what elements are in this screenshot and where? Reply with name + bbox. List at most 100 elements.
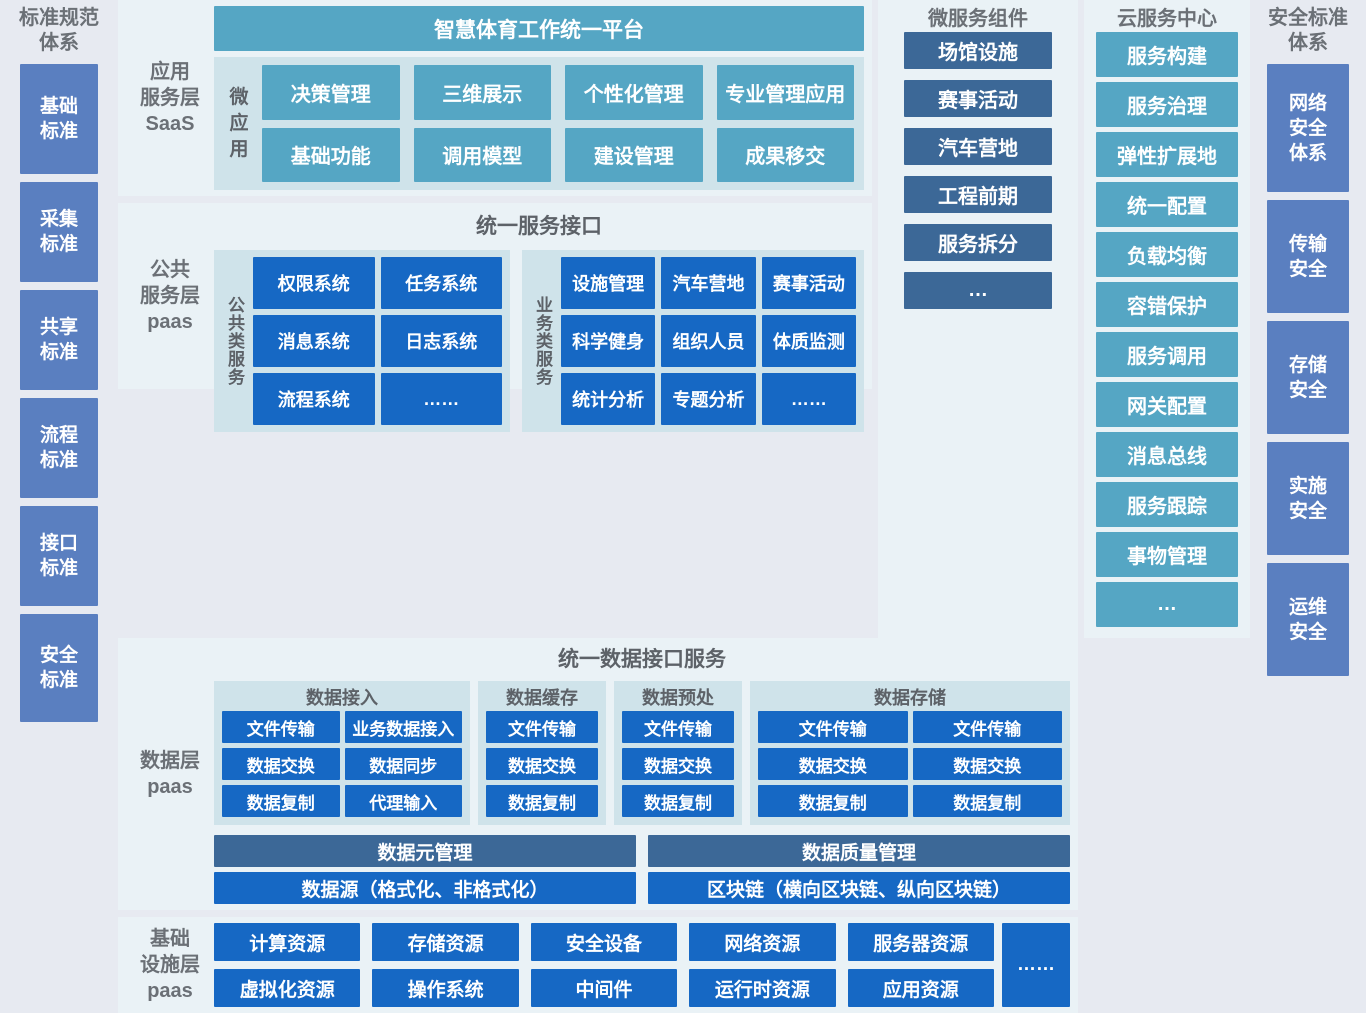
infra-application-resource[interactable]: 应用资源 (847, 969, 994, 1007)
microservice-service-split[interactable]: 服务拆分 (904, 224, 1052, 261)
business-thematic-analysis[interactable]: 专题分析 (661, 373, 756, 425)
security-item-implementation[interactable]: 实施 安全 (1267, 442, 1349, 555)
unified-platform-banner[interactable]: 智慧体育工作统一平台 (214, 6, 864, 51)
saas-body: 智慧体育工作统一平台 微 应 用 决策管理 三维展示 个性化管理 (214, 6, 864, 190)
storage-data-replication-1[interactable]: 数据复制 (758, 785, 908, 817)
storage-data-replication-2[interactable]: 数据复制 (912, 785, 1062, 817)
saas-label-line-2: 服务层 (140, 87, 200, 109)
business-scientific-fitness[interactable]: 科学健身 (561, 315, 656, 367)
data-quality-management-bar[interactable]: 数据质量管理 (648, 835, 1070, 867)
standard-item-process[interactable]: 流程 标准 (20, 398, 98, 498)
business-physique-monitoring[interactable]: 体质监测 (761, 315, 856, 367)
cloud-load-balancing[interactable]: 负载均衡 (1096, 232, 1238, 277)
infra-network-resource[interactable]: 网络资源 (689, 923, 836, 961)
microservice-event-activity[interactable]: 赛事活动 (904, 80, 1052, 117)
data-group-cache-title: 数据缓存 (506, 688, 578, 708)
security-item-network[interactable]: 网络 安全 体系 (1267, 64, 1349, 192)
access-proxy-input[interactable]: 代理输入 (344, 785, 462, 817)
security-network-line-1: 网络 (1288, 92, 1327, 114)
business-statistical-analysis[interactable]: 统计分析 (561, 373, 656, 425)
business-facility-management[interactable]: 设施管理 (561, 257, 656, 309)
access-data-sync[interactable]: 数据同步 (344, 748, 462, 780)
microservice-project-preliminary[interactable]: 工程前期 (904, 176, 1052, 213)
cache-data-replication[interactable]: 数据复制 (486, 785, 598, 817)
service-message[interactable]: 消息系统 (253, 315, 375, 367)
cloud-service-tracing[interactable]: 服务跟踪 (1096, 482, 1238, 527)
app-3d-display[interactable]: 三维展示 (413, 65, 551, 120)
app-professional-management[interactable]: 专业管理应用 (716, 65, 854, 120)
data-source-bar[interactable]: 数据源（格式化、非格式化） (214, 872, 636, 904)
service-permission[interactable]: 权限系统 (253, 257, 375, 309)
infra-server-resource[interactable]: 服务器资源 (847, 923, 994, 961)
cloud-elastic-scaling[interactable]: 弹性扩展地 (1096, 132, 1238, 177)
cache-file-transfer[interactable]: 文件传输 (486, 711, 598, 743)
service-log[interactable]: 日志系统 (380, 315, 502, 367)
service-more[interactable]: …… (380, 373, 502, 425)
infra-virtualization-resource[interactable]: 虚拟化资源 (214, 969, 361, 1007)
app-personalized-management[interactable]: 个性化管理 (565, 65, 703, 120)
cloud-message-bus[interactable]: 消息总线 (1096, 432, 1238, 477)
access-data-exchange[interactable]: 数据交换 (222, 748, 340, 780)
preprocess-data-exchange[interactable]: 数据交换 (622, 748, 734, 780)
cloud-service-governance[interactable]: 服务治理 (1096, 82, 1238, 127)
right-column-title-line-2: 体系 (1288, 32, 1328, 54)
infra-middleware[interactable]: 中间件 (530, 969, 678, 1007)
microservice-venue-facility[interactable]: 场馆设施 (904, 32, 1052, 69)
blockchain-bar[interactable]: 区块链（横向区块链、纵向区块链） (648, 872, 1070, 904)
cloud-service-build[interactable]: 服务构建 (1096, 32, 1238, 77)
access-data-replication[interactable]: 数据复制 (222, 785, 340, 817)
access-business-data-ingest[interactable]: 业务数据接入 (344, 711, 462, 743)
storage-file-transfer-2[interactable]: 文件传输 (912, 711, 1062, 743)
infra-storage-resource[interactable]: 存储资源 (372, 923, 519, 961)
cloud-service-invocation[interactable]: 服务调用 (1096, 332, 1238, 377)
business-organization-personnel[interactable]: 组织人员 (661, 315, 756, 367)
standard-item-sharing[interactable]: 共享 标准 (20, 290, 98, 390)
business-event-activity[interactable]: 赛事活动 (761, 257, 856, 309)
lower-region: 数据层 paas 统一数据接口服务 数据接入 文件传输 业务数据接入 数据交 (118, 638, 1250, 1013)
security-item-operation[interactable]: 运维 安全 (1267, 563, 1349, 676)
storage-file-transfer-1[interactable]: 文件传输 (758, 711, 908, 743)
security-storage-line-1: 存储 (1288, 354, 1327, 376)
cloud-fault-tolerance[interactable]: 容错保护 (1096, 282, 1238, 327)
business-more[interactable]: …… (761, 373, 856, 425)
standard-item-security[interactable]: 安全 标准 (20, 614, 98, 722)
data-bottom-bars: 数据元管理 数据源（格式化、非格式化） 数据质量管理 区块链（横向区块链、纵向区… (214, 835, 1070, 904)
preprocess-data-replication[interactable]: 数据复制 (622, 785, 734, 817)
access-file-transfer[interactable]: 文件传输 (222, 711, 340, 743)
app-decision-management[interactable]: 决策管理 (262, 65, 400, 120)
service-workflow[interactable]: 流程系统 (253, 373, 375, 425)
cloud-more[interactable]: … (1096, 582, 1238, 627)
business-service-group: 业务类服务 设施管理 汽车营地 赛事活动 科学健身 组织人员 体质监测 统计分析 (522, 250, 864, 432)
infra-more[interactable]: …… (1002, 923, 1070, 1007)
standard-item-collection[interactable]: 采集 标准 (20, 182, 98, 282)
security-item-transmission[interactable]: 传输 安全 (1267, 200, 1349, 313)
app-call-model[interactable]: 调用模型 (413, 127, 551, 182)
service-task[interactable]: 任务系统 (380, 257, 502, 309)
business-rv-camp[interactable]: 汽车营地 (661, 257, 756, 309)
cloud-gateway-config[interactable]: 网关配置 (1096, 382, 1238, 427)
infrastructure-grid: 计算资源 存储资源 安全设备 网络资源 服务器资源 虚拟化资源 操作系统 中间件… (214, 923, 994, 1007)
infra-operating-system[interactable]: 操作系统 (372, 969, 519, 1007)
microservice-rv-camp[interactable]: 汽车营地 (904, 128, 1052, 165)
preprocess-file-transfer[interactable]: 文件传输 (622, 711, 734, 743)
cloud-unified-config[interactable]: 统一配置 (1096, 182, 1238, 227)
paas-label-line-3: paas (147, 311, 193, 333)
infra-security-device[interactable]: 安全设备 (530, 923, 678, 961)
application-service-layer: 应用 服务层 SaaS 智慧体育工作统一平台 微 应 用 (118, 0, 872, 196)
standard-item-basic[interactable]: 基础 标准 (20, 64, 98, 174)
storage-data-exchange-1[interactable]: 数据交换 (758, 748, 908, 780)
cloud-transaction-management[interactable]: 事物管理 (1096, 532, 1238, 577)
storage-data-exchange-2[interactable]: 数据交换 (912, 748, 1062, 780)
cache-data-exchange[interactable]: 数据交换 (486, 748, 598, 780)
unified-service-interface-title: 统一服务接口 (476, 215, 602, 238)
app-construction-management[interactable]: 建设管理 (565, 127, 703, 182)
standard-item-interface[interactable]: 接口 标准 (20, 506, 98, 606)
app-result-handover[interactable]: 成果移交 (716, 127, 854, 182)
app-basic-function[interactable]: 基础功能 (262, 127, 400, 182)
infra-runtime-resource[interactable]: 运行时资源 (689, 969, 836, 1007)
micro-app-label-char-3: 用 (229, 138, 249, 160)
security-item-storage[interactable]: 存储 安全 (1267, 321, 1349, 434)
metadata-management-bar[interactable]: 数据元管理 (214, 835, 636, 867)
infra-compute-resource[interactable]: 计算资源 (214, 923, 361, 961)
microservice-more[interactable]: … (904, 272, 1052, 309)
